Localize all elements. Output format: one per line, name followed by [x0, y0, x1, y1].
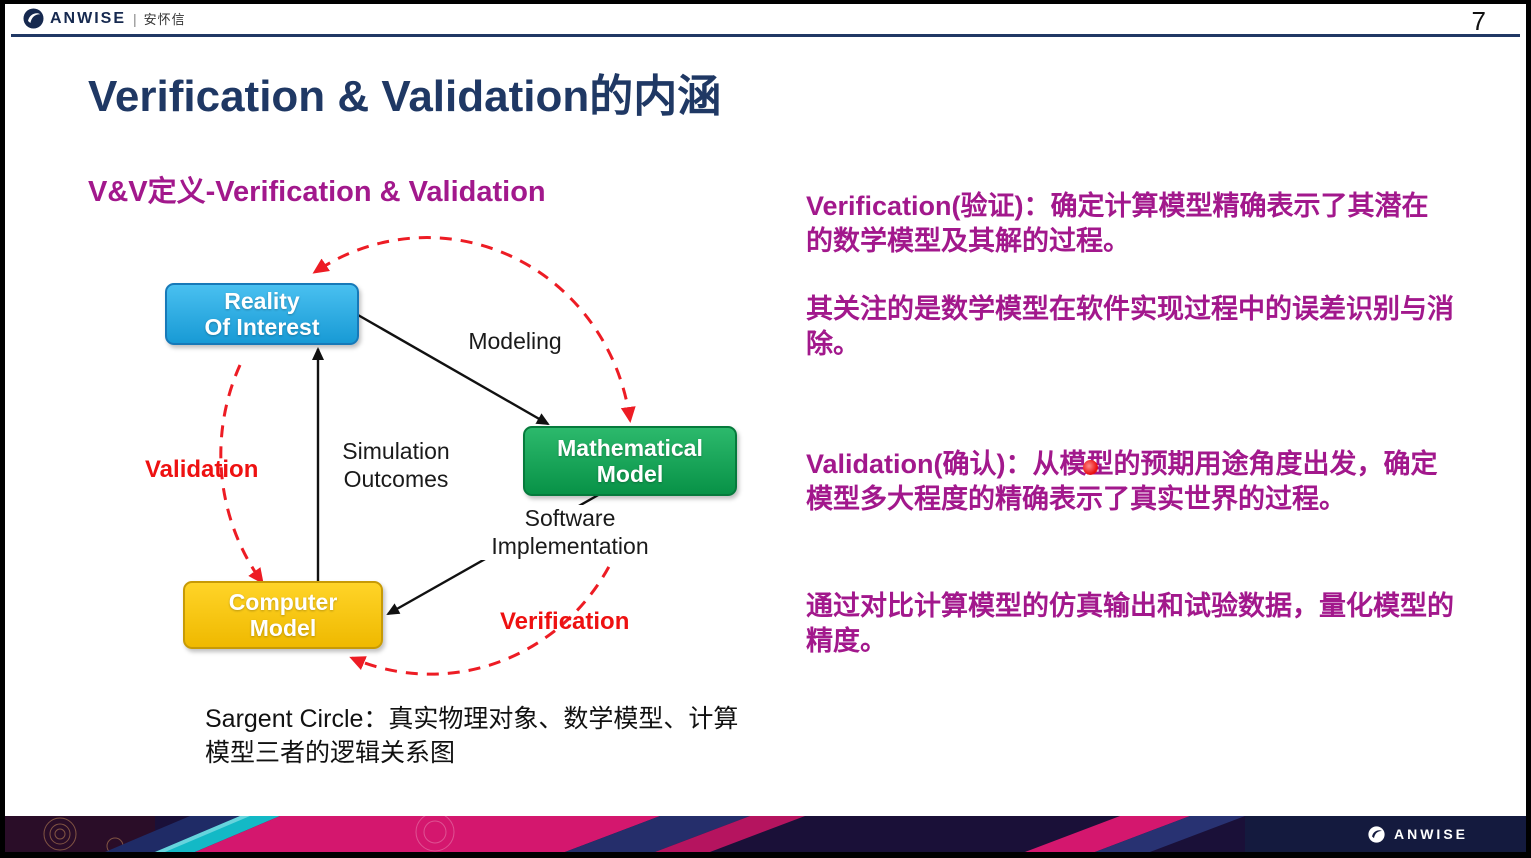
node-mathematical-model: Mathematical Model [523, 426, 737, 496]
presentation-slide: ANWISE | 安怀信 7 Verification & Validation… [5, 4, 1526, 852]
node-label: Model [596, 461, 664, 487]
node-computer-model: Computer Model [183, 581, 383, 649]
page-number: 7 [1471, 6, 1486, 36]
slide-header: ANWISE | 安怀信 7 [5, 4, 1526, 37]
logo-text: ANWISE [50, 9, 126, 27]
anwise-logo: ANWISE | 安怀信 [23, 8, 186, 29]
section-subtitle: V&V定义-Verification & Validation [88, 176, 546, 208]
node-label: Computer [228, 588, 338, 615]
node-reality-of-interest: Reality Of Interest [165, 283, 359, 345]
anwise-logo-icon [23, 8, 44, 29]
label-verification: Verification [500, 608, 630, 635]
label-validation: Validation [145, 456, 259, 483]
node-label: Reality [224, 287, 300, 314]
footer-anwise-logo-icon [1368, 825, 1385, 843]
footer-banner-graphic [5, 816, 1526, 852]
page-title: Verification & Validation的内涵 [88, 72, 722, 121]
paragraph-verification-focus: 其关注的是数学模型在软件实现过程中的误差识别与消除。 [806, 294, 1454, 360]
arrow-modeling [357, 313, 550, 426]
arc-validation [219, 364, 264, 585]
laser-pointer-dot [1083, 460, 1098, 475]
label-simulation-outcomes: Simulation Outcomes [326, 438, 466, 494]
arc-verification [349, 547, 620, 676]
footer-logo-text: ANWISE [1394, 826, 1468, 842]
paragraph-validation-method: 通过对比计算模型的仿真输出和试验数据，量化模型的精度。 [806, 591, 1454, 657]
footer-anwise-logo: ANWISE [1368, 816, 1468, 852]
logo-separator: | [133, 10, 137, 27]
node-label: Model [249, 615, 317, 641]
label-modeling: Modeling [468, 328, 562, 354]
sargent-circle-diagram: Reality Of Interest Mathematical Model C… [60, 210, 780, 710]
paragraph-validation-definition: Validation(确认)：从模型的预期用途角度出发，确定模型多大程度的精确表… [806, 449, 1438, 515]
diagram-caption: Sargent Circle：真实物理对象、数学模型、计算模型三者的逻辑关系图 [205, 705, 739, 767]
paragraph-verification-definition: Verification(验证)：确定计算模型精确表示了其潜在的数学模型及其解的… [806, 191, 1429, 257]
node-label: Mathematical [557, 434, 703, 461]
logo-chinese-name: 安怀信 [143, 12, 186, 27]
node-label: Of Interest [204, 314, 320, 340]
footer-banner: ANWISE [5, 816, 1526, 852]
arc-reality-math [312, 236, 636, 423]
label-software-implementation: Software Implementation [475, 505, 665, 561]
header-divider [11, 34, 1520, 37]
